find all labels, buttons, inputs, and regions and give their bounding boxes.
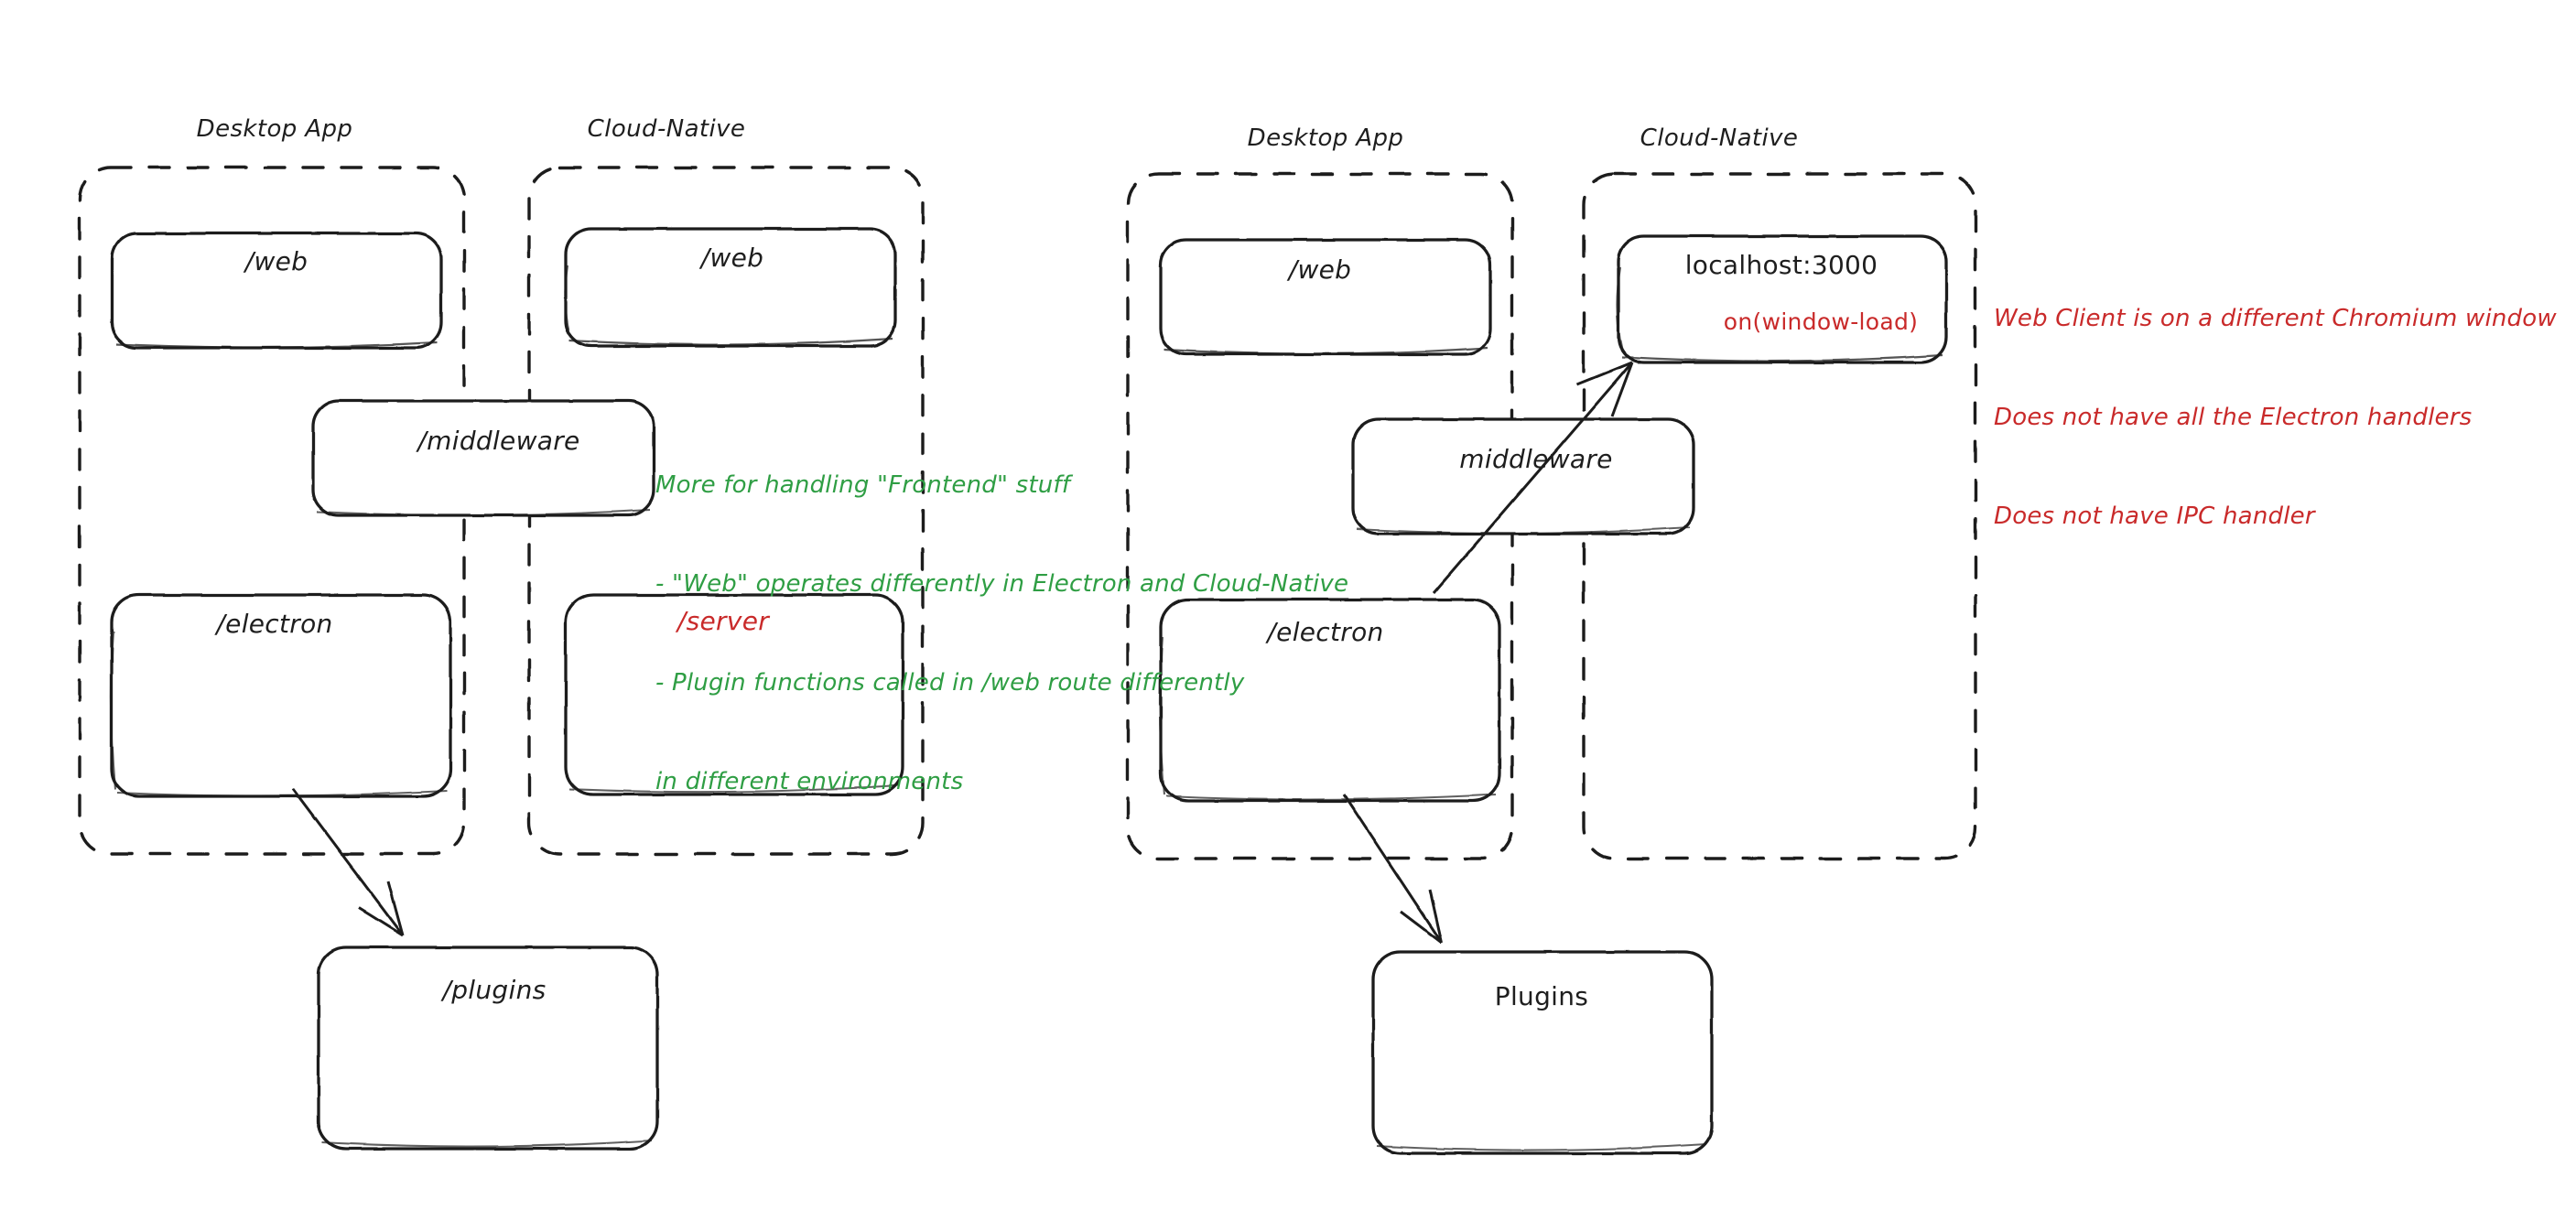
node-right-desktop-electron[interactable] [1158,598,1501,803]
node-left-plugins[interactable] [317,946,659,1151]
arrow-right-electron-to-localhost [1432,361,1634,594]
node-left-middleware[interactable] [311,399,655,517]
node-left-cloud-web[interactable] [564,227,897,348]
group-frame-right-desktop-app [1126,172,1514,860]
node-right-middleware[interactable] [1351,417,1695,535]
arrow-right-electron-to-plugins [1342,794,1444,945]
node-right-plugins[interactable] [1371,950,1714,1155]
group-frame-left-desktop-app [78,166,466,856]
arrow-left-electron-to-plugins [291,788,405,937]
node-right-desktop-web[interactable] [1159,238,1492,356]
node-left-desktop-electron[interactable] [110,593,452,798]
node-left-desktop-web[interactable] [110,232,443,350]
node-right-localhost[interactable] [1616,234,1948,364]
node-left-cloud-server[interactable] [564,593,904,796]
